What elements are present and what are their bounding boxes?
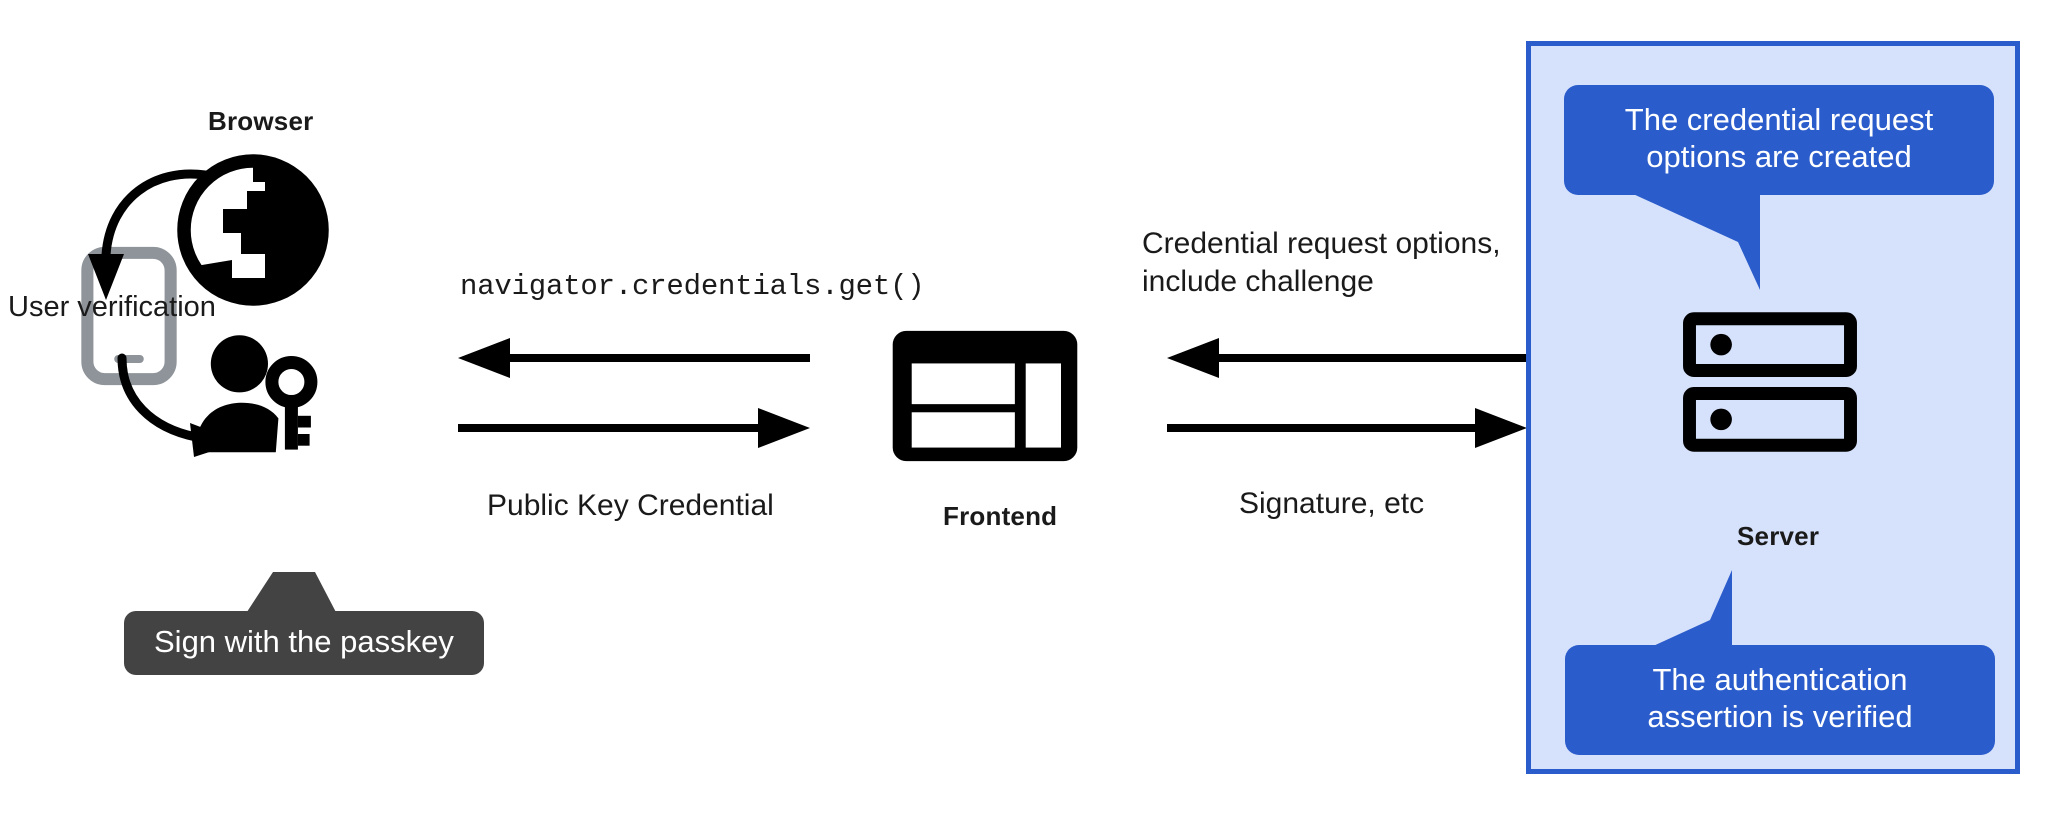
signature-etc-label: Signature, etc — [1239, 487, 1425, 520]
navigator-credentials-get-label: navigator.credentials.get() — [460, 270, 925, 303]
sign-tooltip-tail — [243, 572, 339, 618]
server-label: Server — [1737, 521, 1820, 551]
server-racks-icon — [1682, 312, 1858, 452]
arrow-frontend-to-server — [1167, 408, 1527, 448]
frontend-label: Frontend — [943, 501, 1058, 531]
user-verification-label: User verification — [8, 291, 216, 323]
callout-authentication-assertion-verified: The authentication assertion is verified — [1565, 645, 1995, 756]
person-with-key-icon — [190, 330, 320, 460]
public-key-credential-label: Public Key Credential — [487, 489, 774, 522]
browser-label: Browser — [208, 106, 314, 136]
credential-request-options-label: Credential request options, include chal… — [1142, 227, 1501, 299]
globe-icon — [177, 154, 329, 306]
arrow-browser-left — [458, 338, 810, 378]
callout-top-tail — [1620, 182, 1830, 290]
sign-with-passkey-tooltip: Sign with the passkey — [124, 611, 484, 676]
arrow-server-to-frontend — [1167, 338, 1527, 378]
dashboard-layout-icon — [890, 328, 1080, 464]
arrow-frontend-right — [458, 408, 810, 448]
callout-credential-request-options-created: The credential request options are creat… — [1564, 85, 1994, 196]
